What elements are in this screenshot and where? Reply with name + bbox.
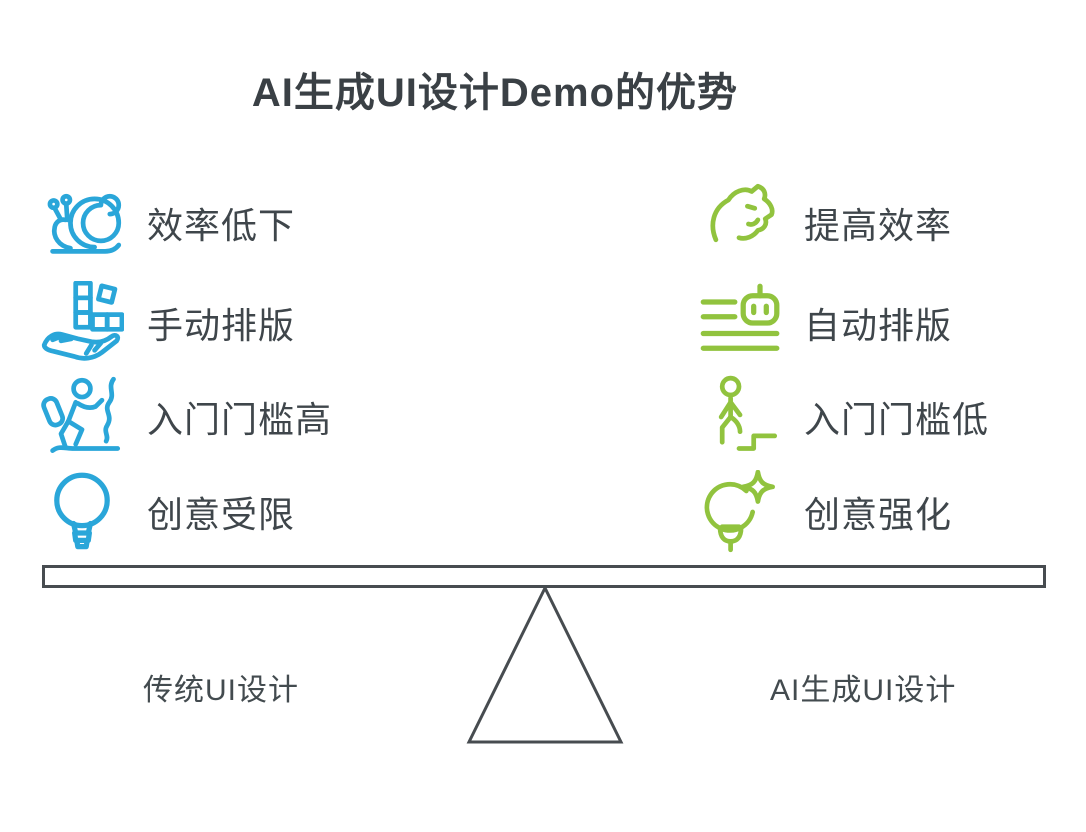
list-item-ai-efficiency: 提高效率 bbox=[697, 181, 952, 265]
hand-blocks-icon bbox=[40, 281, 124, 365]
lightbulb-sparkle-icon bbox=[697, 470, 781, 554]
item-label: 入门门槛低 bbox=[804, 399, 990, 440]
item-label: 效率低下 bbox=[147, 205, 296, 246]
list-item-ai-creativity: 创意强化 bbox=[697, 470, 952, 554]
page-title: AI生成UI设计Demo的优势 bbox=[251, 71, 739, 115]
seesaw-fulcrum-triangle bbox=[466, 585, 624, 744]
list-item-traditional-creativity: 创意受限 bbox=[40, 470, 295, 554]
list-item-traditional-efficiency: 效率低下 bbox=[40, 181, 295, 265]
lightbulb-icon bbox=[40, 470, 124, 554]
item-label: 自动排版 bbox=[804, 305, 953, 346]
item-label: 创意受限 bbox=[147, 494, 296, 535]
list-item-traditional-layout: 手动排版 bbox=[40, 281, 295, 365]
climber-icon bbox=[40, 375, 124, 459]
item-label: 手动排版 bbox=[147, 305, 296, 346]
cheetah-icon bbox=[697, 181, 781, 265]
item-label: 创意强化 bbox=[804, 494, 953, 535]
item-label: 提高效率 bbox=[804, 205, 953, 246]
seesaw-label-ai: AI生成UI设计 bbox=[770, 674, 957, 707]
seesaw-beam bbox=[42, 565, 1046, 588]
snail-icon bbox=[40, 181, 124, 265]
list-item-ai-layout: 自动排版 bbox=[697, 281, 952, 365]
seesaw-label-traditional: 传统UI设计 bbox=[143, 674, 299, 707]
item-label: 入门门槛高 bbox=[147, 399, 333, 440]
list-item-traditional-barrier: 入门门槛高 bbox=[40, 375, 332, 459]
robot-typesetting-icon bbox=[697, 281, 781, 365]
stairs-person-icon bbox=[697, 375, 781, 459]
list-item-ai-barrier: 入门门槛低 bbox=[697, 375, 989, 459]
